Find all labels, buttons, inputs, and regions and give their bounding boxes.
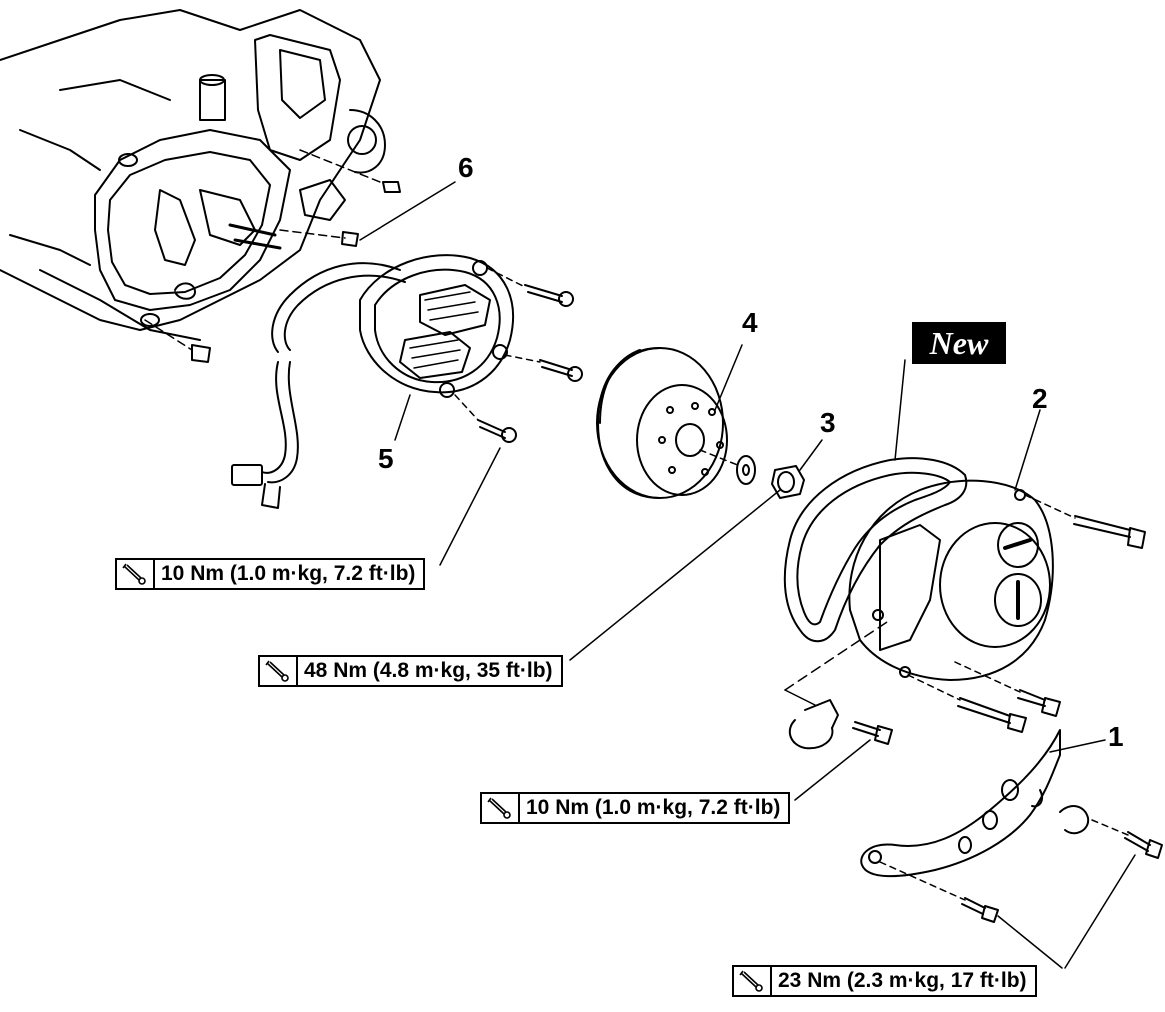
dowel-pins — [144, 149, 401, 363]
part-label-5: 5 — [378, 443, 394, 474]
torque-spec-lead-holder: 10 Nm (1.0 m·kg, 7.2 ft·lb) — [480, 792, 791, 824]
stator-assembly — [359, 254, 515, 398]
torque-spec-stator: 10 Nm (1.0 m·kg, 7.2 ft·lb) — [115, 558, 426, 590]
torque-spec-rotor-nut: 48 Nm (4.8 m·kg, 35 ft·lb) — [258, 655, 563, 687]
part-label-6: 6 — [458, 152, 474, 183]
leader-lines — [359, 181, 1136, 969]
crankcase — [0, 9, 386, 341]
part-label-2: 2 — [1032, 383, 1048, 414]
washer-and-nut — [699, 449, 805, 499]
part-label-3: 3 — [820, 407, 836, 438]
cover-bolts — [907, 494, 1146, 733]
torque-wrench-icon — [482, 794, 520, 822]
torque-wrench-icon — [117, 560, 155, 588]
torque-spec-text: 10 Nm (1.0 m·kg, 7.2 ft·lb) — [526, 796, 781, 819]
part-label-4: 4 — [742, 307, 758, 338]
new-part-badge: New — [912, 322, 1006, 364]
part-label-1: 1 — [1108, 721, 1124, 752]
gasket — [783, 457, 968, 643]
wire-harness — [231, 262, 406, 509]
torque-spec-text: 23 Nm (2.3 m·kg, 17 ft·lb) — [778, 969, 1027, 992]
stator-screws — [454, 267, 583, 443]
torque-spec-text: 48 Nm (4.8 m·kg, 35 ft·lb) — [304, 659, 553, 682]
torque-spec-shift-arm: 23 Nm (2.3 m·kg, 17 ft·lb) — [732, 965, 1037, 997]
torque-spec-text: 10 Nm (1.0 m·kg, 7.2 ft·lb) — [161, 562, 416, 585]
lead-holder — [784, 619, 893, 750]
rotor — [596, 347, 728, 499]
torque-wrench-icon — [260, 657, 298, 685]
torque-wrench-icon — [734, 967, 772, 995]
shift-arm — [860, 729, 1163, 923]
magneto-cover — [848, 479, 1054, 681]
